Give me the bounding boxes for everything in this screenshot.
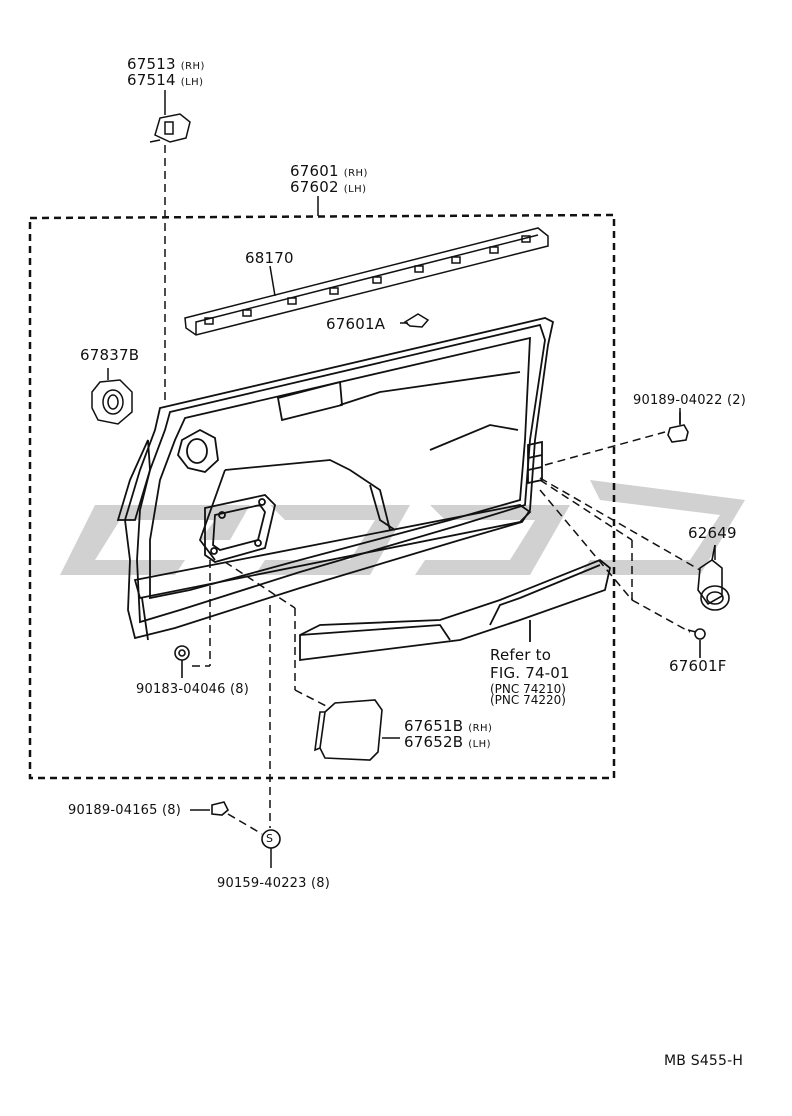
pocket-cover-rh-label: 67651B (RH): [404, 719, 492, 736]
hinge-bracket-part: [149, 90, 191, 400]
figure-code: MB S455-H: [664, 1053, 744, 1069]
clip-lower-number: 90189-04165: [68, 803, 158, 818]
hinge-bracket-rh-tag: (RH): [180, 61, 205, 72]
grommet-part: [91, 368, 133, 425]
clip-upper-part: [667, 412, 689, 443]
washer-qty: (8): [310, 876, 330, 891]
armrest-ref-line4: (PNC 74220): [490, 693, 566, 707]
clip-lower-label: 90189-04165 (8): [68, 803, 181, 818]
armrest-part: [299, 558, 612, 662]
clip-upper-number: 90189-04022: [633, 393, 723, 408]
dashed-leaders: [192, 431, 701, 835]
hinge-bracket-rh-label: 67513 (RH): [127, 57, 205, 74]
screw-67601f-label: 67601F: [669, 657, 727, 675]
washer-label: 90159-40223 (8): [217, 876, 330, 891]
armrest-ref-line1: Refer to: [490, 646, 552, 664]
hinge-bracket-lh-number: 67514: [127, 71, 176, 89]
assembly-dashed-box: [28, 213, 616, 780]
trim-board-lh-tag: (LH): [343, 184, 367, 195]
washer-number: 90159-40223: [217, 876, 307, 891]
bottom-nut-number: 90183-04046: [136, 682, 226, 697]
hinge-bracket-lh-label: 67514 (LH): [127, 73, 204, 90]
hinge-bracket-rh-number: 67513: [127, 55, 176, 73]
weatherstrip-part: [184, 227, 549, 336]
pocket-cover-lh-label: 67652B (LH): [404, 735, 491, 752]
pocket-cover-part: [314, 699, 400, 761]
lamp-cover-label: 62649: [688, 524, 737, 542]
clip-upper-qty: (2): [726, 393, 746, 408]
solid-leaders: [679, 408, 716, 560]
armrest-ref-line2: FIG. 74-01: [490, 664, 570, 682]
trim-board-rh-tag: (RH): [343, 168, 368, 179]
pocket-cover-rh-number: 67651B: [404, 717, 464, 735]
trim-board-rh-label: 67601 (RH): [290, 164, 368, 181]
pocket-cover-lh-tag: (LH): [468, 739, 492, 750]
trim-board-lh-label: 67602 (LH): [290, 180, 367, 197]
grommet-label: 67837B: [80, 346, 140, 364]
armrest-ref-line3: (PNC 74210): [490, 682, 566, 696]
clip-lower-part: [190, 801, 229, 816]
bottom-nut-label: 90183-04046 (8): [136, 682, 249, 697]
door-trim-board: [116, 317, 555, 641]
pocket-cover-rh-tag: (RH): [468, 723, 493, 734]
clip-67601a-part: [400, 313, 430, 328]
clip-upper-label: 90189-04022 (2): [633, 393, 746, 408]
washer-symbol-letter: S: [266, 832, 273, 845]
pocket-cover-lh-number: 67652B: [404, 733, 464, 751]
bottom-nut-part: [174, 645, 190, 678]
bottom-nut-qty: (8): [229, 682, 249, 697]
clip-67601a-label: 67601A: [326, 315, 386, 333]
weatherstrip-label: 68170: [245, 249, 294, 267]
lamp-cover-part: [697, 544, 730, 611]
screw-67601f-part: [687, 628, 706, 658]
hinge-bracket-lh-tag: (LH): [180, 77, 204, 88]
clip-lower-qty: (8): [161, 803, 181, 818]
washer-part: [261, 829, 281, 868]
watermark-logo: [60, 480, 745, 575]
trim-board-lh-number: 67602: [290, 178, 339, 196]
trim-board-rh-number: 67601: [290, 162, 339, 180]
